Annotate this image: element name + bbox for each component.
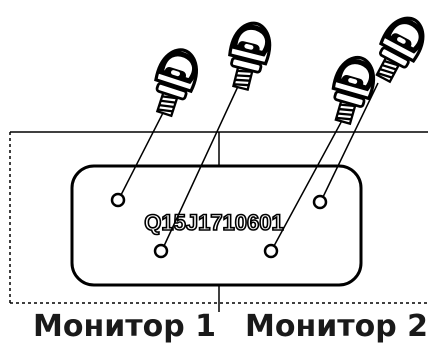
- guide-lines: [120, 81, 379, 247]
- thumb-screw-4: [367, 11, 428, 87]
- monitor-outline-solid: [10, 131, 428, 312]
- hole-top-right: [312, 194, 328, 210]
- caption-monitor-2: Монитор 2: [245, 309, 428, 344]
- monitor-outline-dashes: [9, 132, 428, 304]
- hole-bottom-left: [153, 243, 169, 259]
- serial-number: Q15J1710601: [144, 210, 283, 235]
- hole-top-left: [110, 192, 126, 208]
- caption-monitor-1: Монитор 1: [33, 309, 217, 344]
- thumb-screw-3: [325, 53, 380, 127]
- plate-holes: [110, 192, 328, 259]
- thumb-screw-2: [222, 19, 275, 92]
- mounting-plate: [70, 164, 363, 287]
- hole-bottom-right: [263, 243, 279, 259]
- thumb-screw-1: [146, 45, 203, 120]
